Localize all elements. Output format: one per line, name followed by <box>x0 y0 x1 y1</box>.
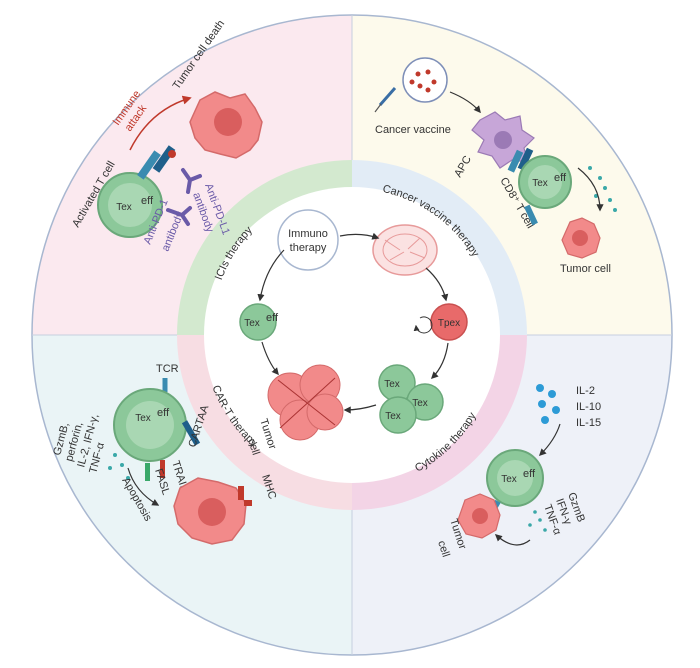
tex-q1-sup: eff <box>141 195 154 207</box>
tumor-cell-q3-label-2: cell <box>245 437 262 456</box>
tumor-nucleus-q1 <box>214 108 242 136</box>
lymph-node-icon <box>372 224 438 276</box>
tex-q2-label: Tex <box>532 178 548 189</box>
antigen-on-tumor <box>238 486 244 500</box>
immunotherapy-node <box>277 209 339 271</box>
arrow-vaccine-to-apc <box>449 91 481 114</box>
car-receptor <box>181 420 201 446</box>
inner-ring <box>177 160 527 510</box>
tex-q2-sup: eff <box>554 172 567 184</box>
quadrant-cytokine: IL-2 IL-10 IL-15 Tex eff GzmB IFN-γ TNF-… <box>435 384 601 559</box>
arrow-tex-to-tumor <box>343 404 377 414</box>
tex-left-cell <box>239 303 277 341</box>
arrow-immuno-to-lymph <box>339 232 380 240</box>
arrow-cd8-to-tumor <box>577 167 604 212</box>
anti-pdl1-antibody-icon <box>181 168 202 194</box>
svg-text:Tex: Tex <box>385 411 401 422</box>
tex-left-label: Tex <box>244 318 260 329</box>
arrow-cytokine-to-tcell <box>538 423 561 457</box>
cancer-vaccine-label: Cancer vaccine <box>375 124 451 136</box>
arrow-tpex-to-tex <box>430 342 449 380</box>
trail-ligand <box>160 460 165 478</box>
t-cell-inner <box>108 183 152 227</box>
tex-q4-label: Tex <box>501 474 517 485</box>
tex-q3-sup: eff <box>157 407 170 419</box>
arrow-lymph-to-tpex <box>425 267 449 302</box>
syringe-icon <box>378 87 397 106</box>
mhc-on-tumor <box>244 500 252 506</box>
il10-label: IL-10 <box>576 401 601 413</box>
tex-q1-label: Tex <box>116 202 132 213</box>
tcr-receptor-q1 <box>137 150 161 180</box>
anti-pd1-antibody-icon <box>166 206 192 226</box>
tumor-cell-q2-label: Tumor cell <box>560 263 611 275</box>
mhc-dot-q1 <box>168 150 176 158</box>
il15-label: IL-15 <box>576 417 601 429</box>
vaccine-tcr <box>507 149 524 173</box>
arrow-cytokine-to-tumor <box>494 534 531 546</box>
arrow-texleft-to-tumor <box>261 341 279 376</box>
tpex-label: Tpex <box>438 318 460 329</box>
immunotherapy-label-2: therapy <box>290 242 327 254</box>
svg-text:Tex: Tex <box>384 379 400 390</box>
tex-q4-sup: eff <box>523 468 536 480</box>
center-cycle: Immuno therapy Tex eff Tpex Tex <box>239 209 468 441</box>
tex-left-sup: eff <box>266 312 279 324</box>
tex-q3-label: Tex <box>135 413 151 424</box>
immune-attack-arrow <box>129 95 192 151</box>
arrow-apoptosis <box>127 467 160 506</box>
vaccine-mhc <box>517 147 534 171</box>
cd8-receptor <box>524 204 538 226</box>
tumor-cluster-icon <box>267 364 344 441</box>
quadrant-vaccine: Cancer vaccine APC Tex eff CD8⁺ T cell T… <box>374 57 617 275</box>
tpex-self-renew-arrow <box>413 316 433 334</box>
tumor-cell-q4-label-2: cell <box>435 539 452 558</box>
tcr-label: TCR <box>156 363 179 375</box>
vaccine-vial-icon <box>402 57 448 103</box>
svg-text:Tex: Tex <box>412 398 428 409</box>
il2-label: IL-2 <box>576 385 595 397</box>
immunotherapy-label-1: Immuno <box>288 228 328 240</box>
tex-cluster-icon: Tex Tex Tex <box>378 364 444 434</box>
apc-nucleus <box>494 131 512 149</box>
fasl-ligand <box>145 463 150 481</box>
arrow-immuno-to-texleft <box>257 249 285 302</box>
